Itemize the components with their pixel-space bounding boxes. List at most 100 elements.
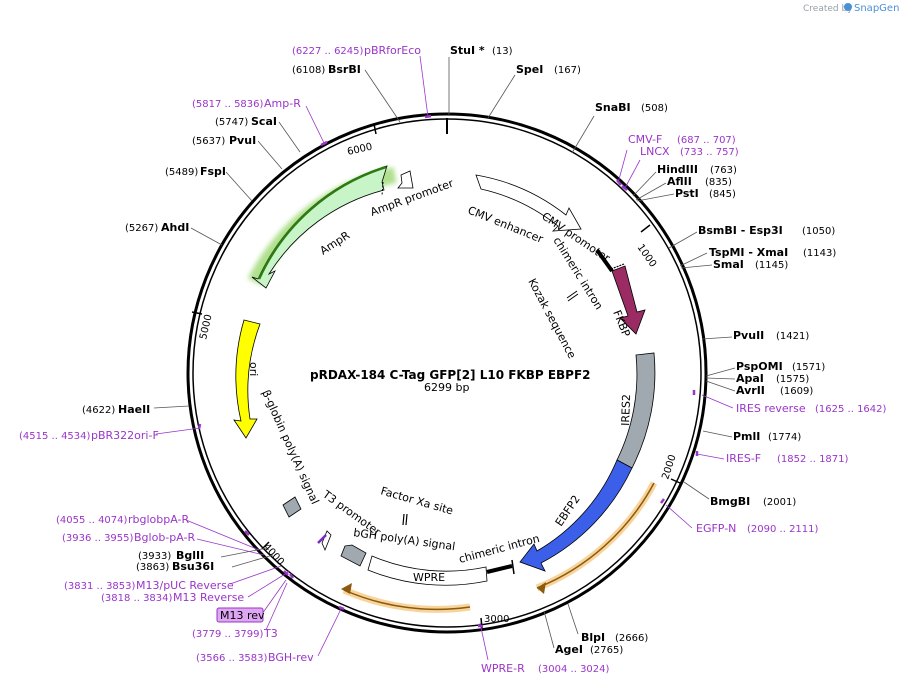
t3-promoter-mark bbox=[317, 534, 327, 544]
ampr-label: AmpR bbox=[318, 229, 353, 258]
primer-pbrforeco-name[interactable]: pBRforEco bbox=[364, 44, 421, 57]
ori-arrow[interactable] bbox=[233, 319, 261, 439]
tick-5000: 5000 bbox=[198, 313, 214, 340]
credit-brand[interactable]: SnapGene bbox=[854, 3, 900, 14]
site-avrii-pos: (1609) bbox=[780, 386, 813, 397]
primer-lncx-name[interactable]: LNCX bbox=[640, 145, 670, 158]
tick-2000-mark bbox=[670, 478, 681, 484]
primer-bghrev-name[interactable]: BGH-rev bbox=[268, 651, 314, 664]
site-hindiii-pos: (763) bbox=[710, 165, 737, 176]
primer-iresf-range: (1852 .. 1871) bbox=[777, 454, 849, 465]
site-haeii-name[interactable]: HaeII bbox=[118, 403, 150, 416]
primer-pbr322orif-name[interactable]: pBR322ori-F bbox=[91, 429, 159, 442]
primer-rbglobpar-name[interactable]: rbglobpA-R bbox=[128, 513, 189, 526]
primer-m13rev-name[interactable]: M13 rev bbox=[220, 609, 265, 622]
primer-m13rev-box[interactable] bbox=[216, 607, 264, 623]
primer-bglobpar-name[interactable]: Bglob-pA-R bbox=[134, 531, 196, 544]
t3-promoter-arrow[interactable] bbox=[321, 530, 332, 552]
site-bglii-pos: (3933) bbox=[138, 551, 171, 562]
primer-wprer-range: (3004 .. 3024) bbox=[538, 664, 610, 675]
primer-m13reverse-name[interactable]: M13 Reverse bbox=[173, 591, 244, 604]
cmv-arrow[interactable] bbox=[475, 174, 582, 232]
site-bsrbi-name[interactable]: BsrBI bbox=[328, 63, 361, 76]
tick-4000-mark bbox=[261, 541, 270, 550]
site-pspomi-name[interactable]: PspOMI bbox=[736, 360, 783, 373]
factor-xa-site-mark-a bbox=[402, 513, 405, 526]
site-bmgbi-name[interactable]: BmgBI bbox=[710, 495, 750, 508]
primer-m13puc-name[interactable]: M13/pUC Reverse bbox=[136, 579, 234, 592]
backbone-outer bbox=[186, 112, 708, 634]
primer-ires-reverse-range: (1625 .. 1642) bbox=[815, 404, 887, 415]
site-blpi-name[interactable]: BlpI bbox=[581, 631, 605, 644]
site-fspi-name[interactable]: FspI bbox=[200, 165, 226, 178]
chimeric-intron-top bbox=[595, 248, 614, 273]
site-apai-pos: (1575) bbox=[776, 374, 809, 385]
primer-iresf-name[interactable]: IRES-F bbox=[726, 452, 761, 465]
site-ahdi-name[interactable]: AhdI bbox=[161, 221, 189, 234]
ampr-start-marker bbox=[381, 181, 384, 197]
site-snabi-name[interactable]: SnaBI bbox=[595, 101, 631, 114]
site-avrii-name[interactable]: AvrII bbox=[736, 384, 765, 397]
primer-bglobpar-range: (3936 .. 3955) bbox=[62, 533, 134, 544]
primer-wprer-name[interactable]: WPRE-R bbox=[481, 662, 525, 675]
ampr-arrow[interactable] bbox=[251, 165, 388, 289]
ampr-promoter-arrow[interactable] bbox=[397, 170, 414, 189]
site-pvuii-name[interactable]: PvuII bbox=[733, 329, 764, 342]
orange-line-right bbox=[536, 482, 655, 589]
site-agei-name[interactable]: AgeI bbox=[555, 643, 583, 656]
site-scai-pos: (5747) bbox=[215, 117, 248, 128]
tick-6000: 6000 bbox=[346, 141, 373, 157]
site-spei-pos: (167) bbox=[554, 65, 581, 76]
beta-globin-polya-label: β-globin poly(A) signal bbox=[259, 388, 321, 506]
site-bsrbi-pos: (6108) bbox=[292, 65, 325, 76]
site-apai-name[interactable]: ApaI bbox=[736, 372, 764, 385]
site-hindiii-name[interactable]: HindIII bbox=[657, 163, 698, 176]
fkbp-arrow[interactable] bbox=[611, 265, 646, 335]
primer-ires-reverse-name[interactable]: IRES reverse bbox=[736, 402, 806, 415]
wpre-block[interactable] bbox=[367, 555, 488, 586]
primer-m13reverse-range: (3818 .. 3834) bbox=[101, 593, 173, 604]
primer-egfpn-name[interactable]: EGFP-N bbox=[696, 522, 736, 535]
site-stui-name[interactable]: StuI * bbox=[450, 44, 485, 57]
site-smai-name[interactable]: SmaI bbox=[713, 258, 744, 271]
tick-5000-mark bbox=[191, 311, 203, 315]
site-pmli-name[interactable]: PmlI bbox=[733, 430, 760, 443]
site-pvui-pos: (5637) bbox=[192, 136, 225, 147]
site-fspi-pos: (5489) bbox=[165, 167, 198, 178]
kozak-mark-b bbox=[567, 293, 579, 302]
orange-arrowhead-bottom bbox=[341, 583, 352, 594]
site-psti-name[interactable]: PstI bbox=[675, 187, 699, 200]
site-haeii-pos: (4622) bbox=[82, 405, 115, 416]
chimeric-intron-bottom bbox=[486, 564, 513, 574]
ampr-edge bbox=[257, 165, 387, 280]
chimeric-intron-bottom-end bbox=[511, 559, 515, 575]
beta-globin-polya-block[interactable] bbox=[282, 496, 302, 518]
site-leaders bbox=[153, 57, 736, 649]
primer-t3-name[interactable]: T3 bbox=[263, 627, 278, 640]
primer-ampr-name[interactable]: Amp-R bbox=[264, 97, 301, 110]
primer-leaders bbox=[155, 55, 734, 661]
site-ahdi-pos: (5267) bbox=[125, 223, 158, 234]
site-spei-name[interactable]: SpeI bbox=[516, 63, 543, 76]
site-scai-name[interactable]: ScaI bbox=[251, 115, 277, 128]
site-bsu36i-pos: (3863) bbox=[136, 562, 169, 573]
site-bsu36i-name[interactable]: Bsu36I bbox=[172, 560, 214, 573]
primer-ampr-range: (5817 .. 5836) bbox=[192, 99, 264, 110]
site-tspmi-name[interactable]: TspMI - XmaI bbox=[709, 246, 788, 259]
site-aflii-name[interactable]: AflII bbox=[667, 175, 692, 188]
site-tspmi-pos: (1143) bbox=[803, 248, 836, 259]
tick-1000-mark bbox=[640, 224, 651, 233]
tick-1000: 1000 bbox=[635, 242, 659, 269]
site-bglii-name[interactable]: BglII bbox=[176, 549, 204, 562]
site-pspomi-pos: (1571) bbox=[792, 362, 825, 373]
site-bsmbi-name[interactable]: BsmBI - Esp3I bbox=[698, 224, 783, 237]
primer-cmvf-name[interactable]: CMV-F bbox=[628, 133, 662, 146]
bgh-polya-block[interactable] bbox=[340, 544, 367, 567]
site-snabi-pos: (508) bbox=[641, 103, 668, 114]
site-pvui-name[interactable]: PvuI bbox=[229, 134, 256, 147]
orange-highlight-bottom bbox=[342, 586, 471, 613]
tick-6000-mark bbox=[373, 123, 377, 135]
ebfp2-arrow[interactable] bbox=[519, 459, 633, 572]
tick-3000: 3000 bbox=[484, 614, 509, 625]
site-aflii-pos: (835) bbox=[705, 177, 732, 188]
